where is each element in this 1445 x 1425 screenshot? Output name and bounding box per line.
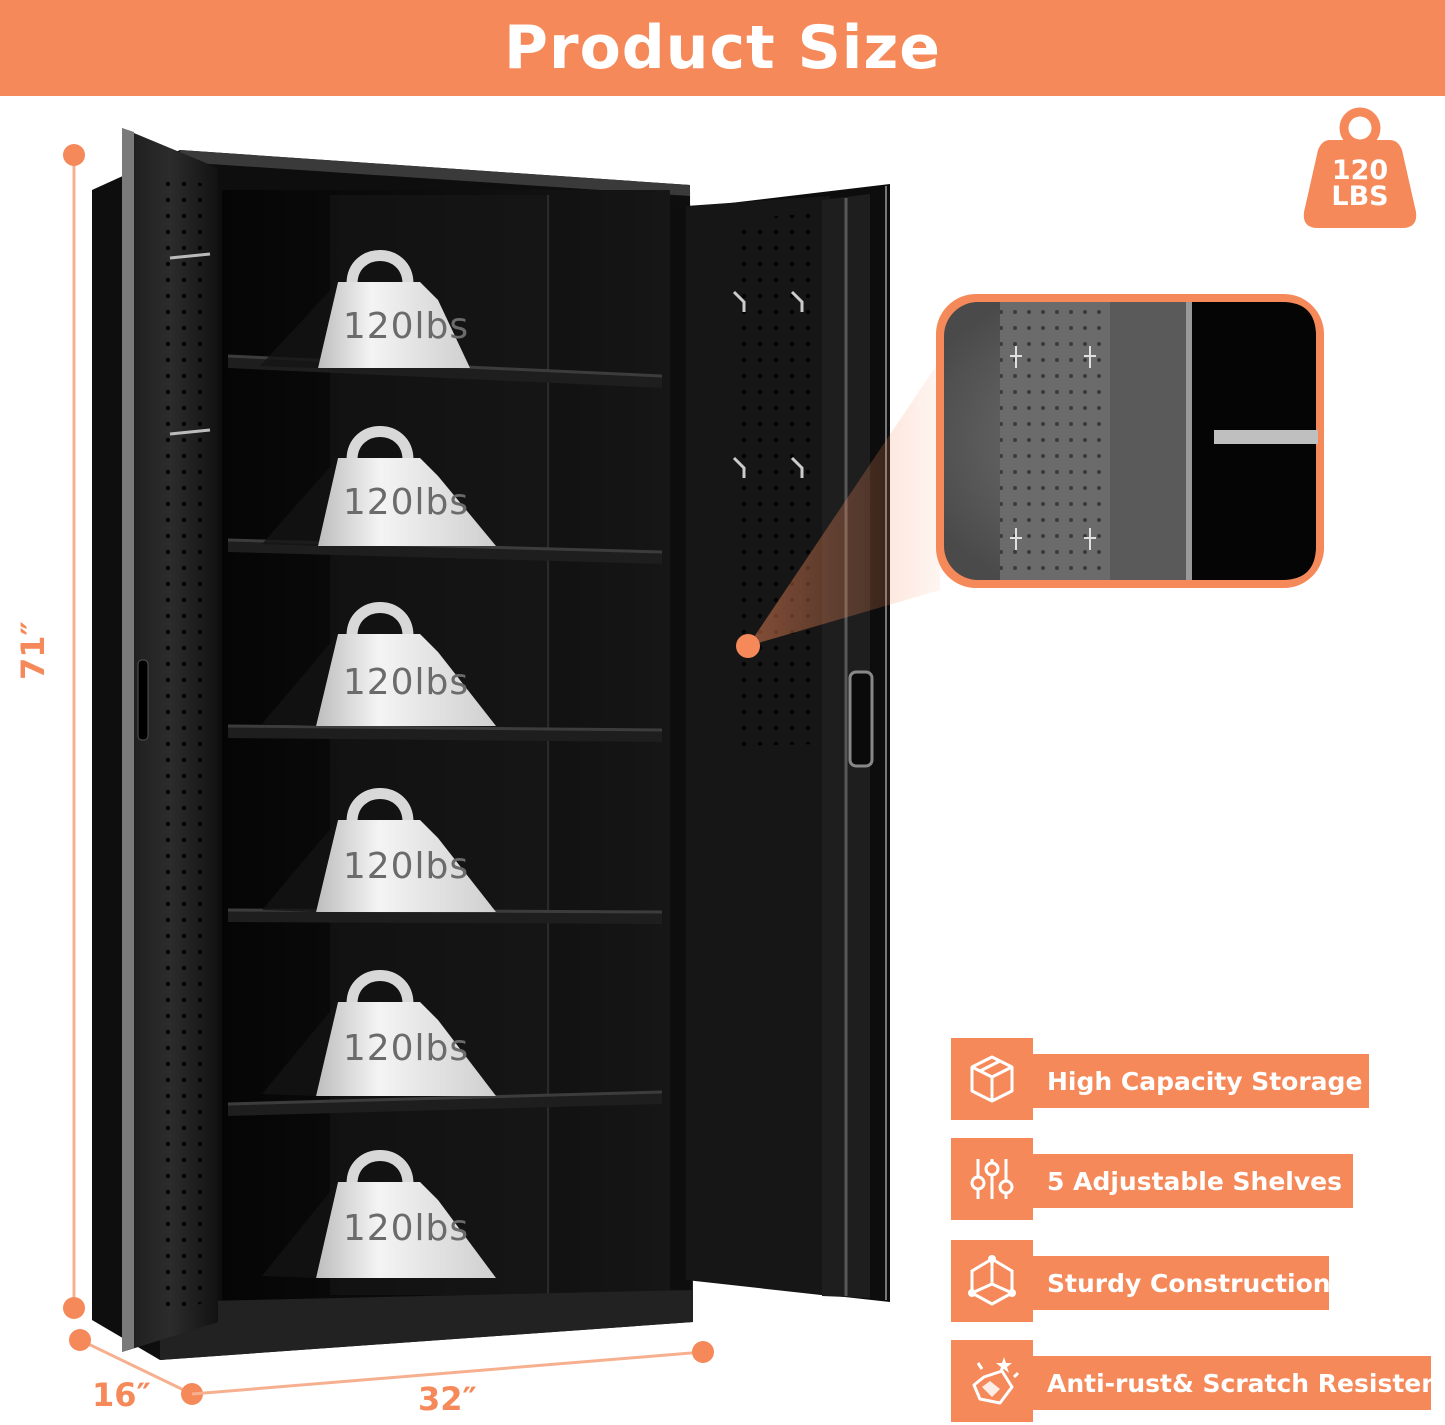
box-icon [970,1055,1014,1103]
weights [260,250,496,1278]
header-banner: Product Size [0,0,1445,96]
feature-adjustable-shelves: 5 Adjustable Shelves [951,1138,1431,1220]
badge-value: 120 [1331,155,1389,186]
height-dimension-line [63,144,85,1319]
weight-label: 120lbs [342,306,470,347]
zoom-point [736,634,760,658]
feature-label: Anti-rust& Scratch Resistent [1047,1368,1445,1398]
feature-label: High Capacity Storage [1047,1066,1363,1096]
weight-capacity-badge: 120 LBS [1303,108,1417,230]
shield-star-icon [972,1357,1020,1405]
feature-sturdy-construction: Sturdy Construction [951,1240,1431,1322]
weight-badge-shape [1303,107,1417,228]
feature-anti-rust: Anti-rust& Scratch Resistent [951,1340,1445,1422]
right-door [672,184,890,1302]
feature-high-capacity: High Capacity Storage [951,1038,1431,1120]
zoom-beam [748,360,940,646]
left-door [122,128,218,1352]
zoom-callout [936,294,1324,588]
feature-label: 5 Adjustable Shelves [1047,1166,1342,1196]
width-dimension-line [191,1341,714,1396]
weight-label: 120lbs [342,482,470,523]
weight-label: 120lbs [342,1028,470,1069]
weight-label: 120lbs [342,846,470,887]
height-dimension-label: 71″ [14,621,52,680]
badge-unit: LBS [1331,181,1389,212]
width-dimension-label: 32″ [418,1380,477,1418]
depth-dimension-label: 16″ [92,1376,151,1414]
weight-label: 120lbs [342,662,470,703]
page-title: Product Size [504,13,941,83]
structure-icon [968,1255,1016,1306]
feature-label: Sturdy Construction [1047,1268,1331,1298]
sliders-icon [970,1159,1014,1199]
weight-label: 120lbs [342,1208,470,1249]
